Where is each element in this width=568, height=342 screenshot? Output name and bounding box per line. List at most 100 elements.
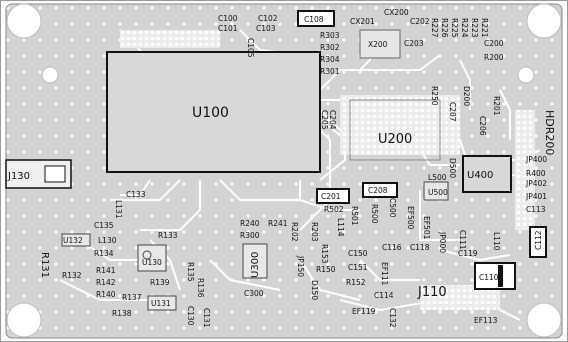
label-c200: C200 xyxy=(484,39,504,48)
ic-u130-mark xyxy=(142,250,152,260)
label-r300: R300 xyxy=(240,231,260,240)
label-c102: C102 xyxy=(258,14,278,23)
ic-u100 xyxy=(106,51,321,173)
label-r152: R152 xyxy=(346,278,366,287)
label-ef113: EF113 xyxy=(474,316,498,325)
part-c201 xyxy=(316,188,350,204)
label-c133: C133 xyxy=(126,190,146,199)
ic-u131 xyxy=(147,295,177,311)
crystal-x200 xyxy=(359,29,401,59)
label-c150: C150 xyxy=(348,249,368,258)
label-cx200: CX200 xyxy=(384,8,409,17)
label-r227: R227 xyxy=(430,18,439,38)
u500-label: U500 xyxy=(428,188,448,197)
u132-label: U132 xyxy=(63,236,83,245)
label-c500: C500 xyxy=(388,198,397,218)
label-c206: C206 xyxy=(478,116,487,136)
label-c207: C207 xyxy=(448,102,457,122)
label-ef501: EF501 xyxy=(422,216,431,240)
label-r133: R133 xyxy=(158,231,178,240)
label-c300: C300 xyxy=(244,289,264,298)
label-jp150: JP150 xyxy=(296,255,305,277)
part-c110 xyxy=(474,262,516,290)
u200-label: U200 xyxy=(378,132,412,147)
label-r132: R132 xyxy=(62,271,82,280)
label-r202: R202 xyxy=(290,222,299,242)
label-r304: R304 xyxy=(320,55,340,64)
label-r400: R400 xyxy=(526,169,546,178)
u300-label: U300 xyxy=(250,252,261,278)
label-r142: R142 xyxy=(96,278,116,287)
label-r501: R501 xyxy=(350,206,359,226)
pad-array-top xyxy=(120,30,220,48)
label-r240: R240 xyxy=(240,219,260,228)
label-c101: C101 xyxy=(218,24,238,33)
label-c116: C116 xyxy=(382,243,402,252)
label-r141: R141 xyxy=(96,266,116,275)
c201-label: C201 xyxy=(321,192,341,201)
label-c113: C113 xyxy=(526,205,546,214)
label-d200: D200 xyxy=(462,86,471,106)
ic-u132 xyxy=(61,233,91,247)
label-jp400: JP400 xyxy=(525,155,547,164)
label-r250: R250 xyxy=(430,86,439,106)
label-r224: R224 xyxy=(460,18,469,38)
c110-label: C110 xyxy=(479,273,499,282)
label-r138: R138 xyxy=(112,309,132,318)
label-c131: C131 xyxy=(202,308,211,328)
x200-label: X200 xyxy=(368,40,388,49)
label-r241: R241 xyxy=(268,219,288,228)
part-c208 xyxy=(362,182,398,198)
label-c151: C151 xyxy=(348,263,368,272)
label-r226: R226 xyxy=(440,18,449,38)
ic-u130 xyxy=(137,244,167,272)
label-cx201: CX201 xyxy=(350,17,375,26)
label-jp401: JP401 xyxy=(525,192,547,201)
mounting-holes xyxy=(6,3,562,338)
silkscreen-labels: C100 C102 C101 C103 C105 CX200 CX201 C20… xyxy=(39,8,547,328)
u130-label: U130 xyxy=(142,258,162,267)
label-c132: C132 xyxy=(388,308,397,328)
label-c111: C111 xyxy=(458,230,467,250)
label-r150: R150 xyxy=(316,265,336,274)
label-r153: R153 xyxy=(320,244,329,264)
label-jp000: JP000 xyxy=(438,231,447,253)
label-c119: C119 xyxy=(458,249,478,258)
connector-j130-body xyxy=(44,165,66,183)
label-c100: C100 xyxy=(218,14,238,23)
part-c108 xyxy=(297,10,335,27)
label-c203: C203 xyxy=(404,39,424,48)
u400-label: U400 xyxy=(467,170,493,181)
label-r135: R135 xyxy=(186,262,195,282)
label-l131: L131 xyxy=(114,200,123,219)
label-ef119: EF119 xyxy=(352,307,376,316)
j130-label: J130 xyxy=(7,171,30,182)
label-r137: R137 xyxy=(122,293,142,302)
pad-array-right xyxy=(515,110,535,230)
board-name-label: HDR200 xyxy=(543,110,556,155)
j110-label: J110 xyxy=(417,285,447,300)
label-ef111: EF111 xyxy=(380,262,389,286)
label-c118: C118 xyxy=(410,243,430,252)
u131-label: U131 xyxy=(151,299,171,308)
part-c112 xyxy=(529,226,547,258)
label-l110: L110 xyxy=(492,232,501,251)
label-r502: R502 xyxy=(324,205,344,214)
c112-label: C112 xyxy=(534,230,543,250)
label-r136: R136 xyxy=(196,278,205,298)
label-c202: C202 xyxy=(410,17,430,26)
label-r139: R139 xyxy=(150,278,170,287)
label-r134: R134 xyxy=(94,249,114,258)
label-d150: D150 xyxy=(310,280,319,300)
label-r201: R201 xyxy=(492,96,501,116)
label-r203: R203 xyxy=(310,222,319,242)
label-ef500: EF500 xyxy=(406,206,415,230)
label-c204: C204 xyxy=(328,110,337,130)
label-l130: L130 xyxy=(98,236,117,245)
label-c135: C135 xyxy=(94,221,114,230)
label-l500: L500 xyxy=(428,173,447,182)
label-d500: D500 xyxy=(448,158,457,178)
label-c105: C105 xyxy=(246,38,255,58)
label-r131: R131 xyxy=(39,252,50,278)
